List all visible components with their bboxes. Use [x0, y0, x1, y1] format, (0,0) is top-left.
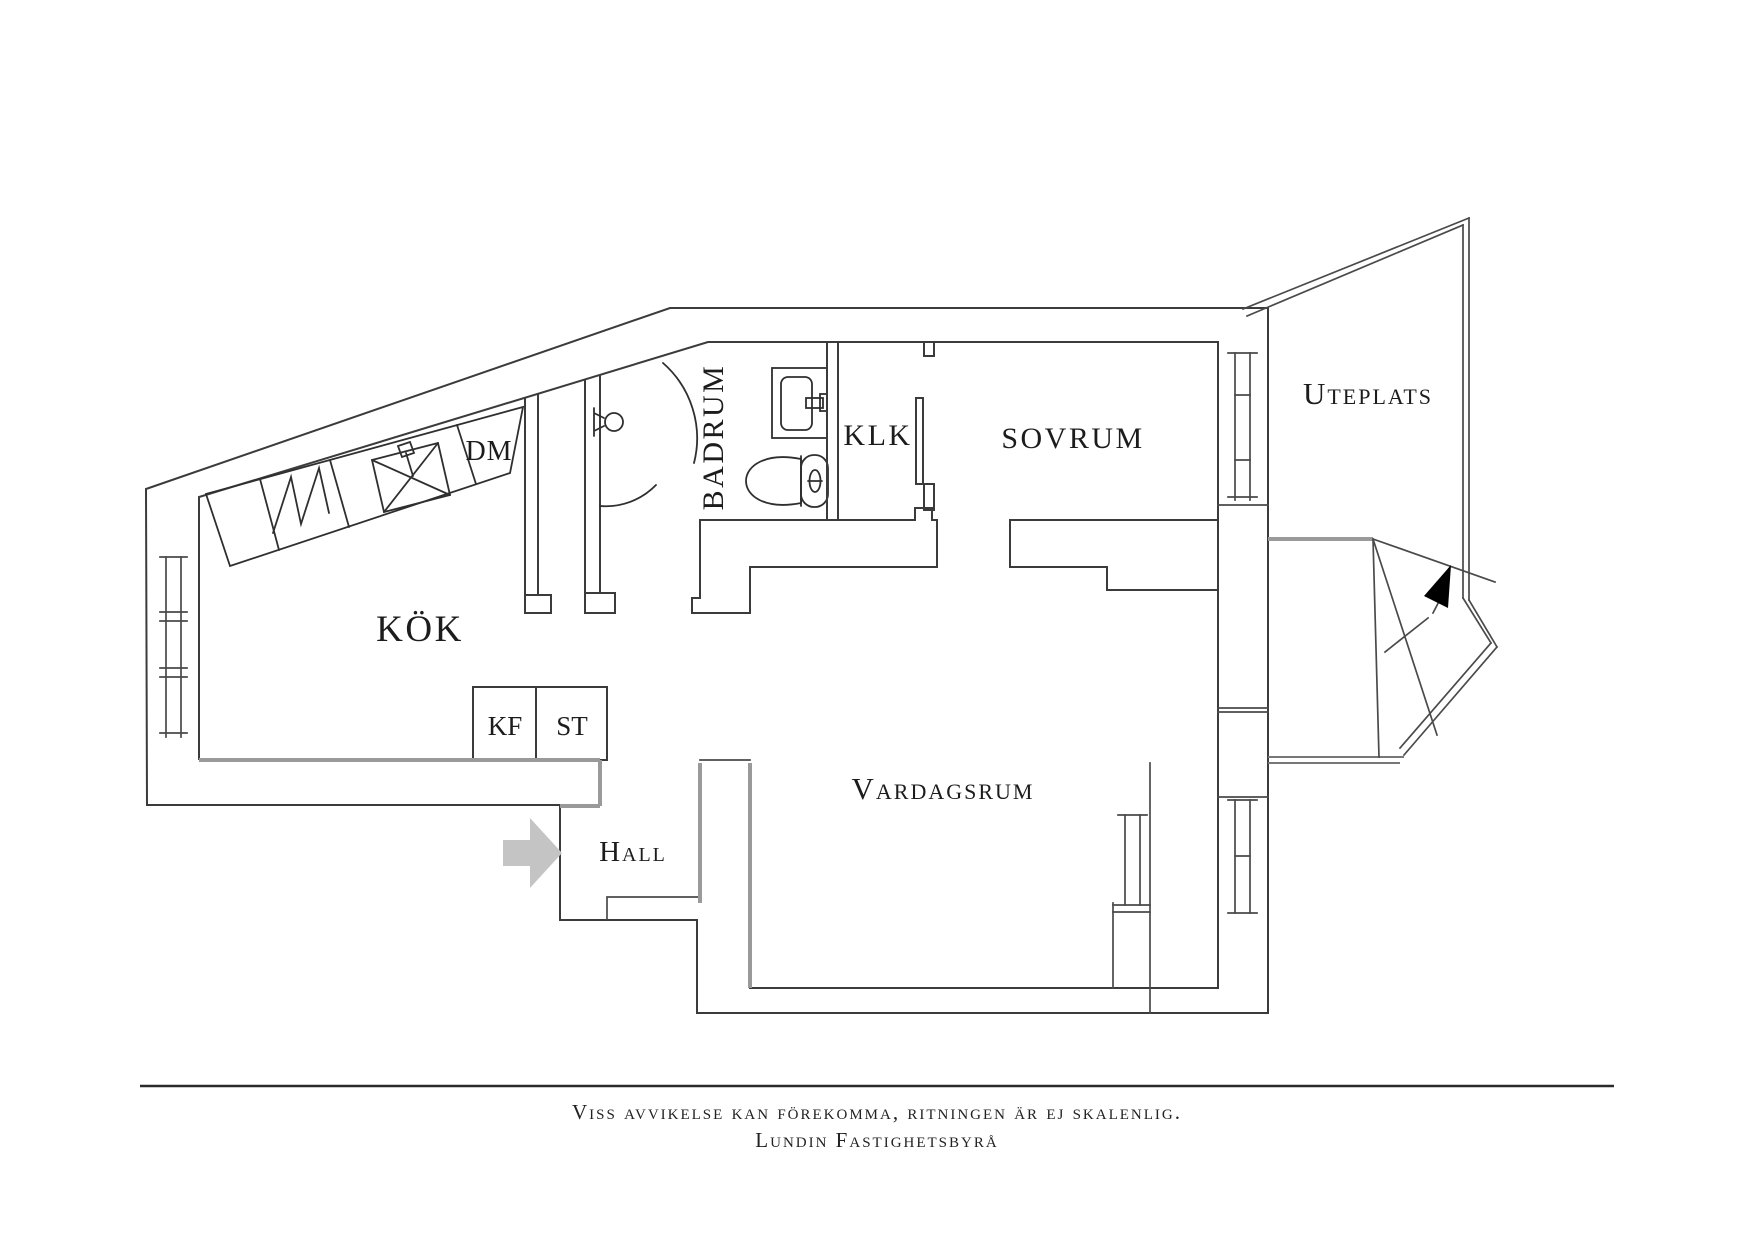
kitchen	[199, 405, 608, 808]
partition-walls	[524, 375, 616, 614]
stove-icon	[272, 464, 330, 534]
hall-walls	[606, 759, 752, 988]
bedroom-south-wall	[1009, 504, 1269, 591]
sliding-door-leaf	[915, 397, 924, 485]
bathroom-klk-wall	[826, 341, 839, 521]
kitchen-hall-wall	[199, 758, 602, 808]
bathroom	[593, 341, 839, 521]
appliance-label-dm: DM	[465, 436, 512, 467]
kitchen-window	[159, 556, 188, 738]
disclaimer-text: Viss avvikelse kan förekomma, ritningen …	[572, 1100, 1182, 1124]
room-label-vardagsrum: Vardagsrum	[852, 771, 1035, 806]
bedroom-window	[1227, 352, 1258, 501]
livingroom-east-window	[1227, 799, 1258, 914]
inner-wall-outline	[198, 341, 1219, 989]
bathroom-south-wall	[691, 507, 938, 614]
washbasin-icon	[771, 367, 828, 439]
room-label-uteplats: Uteplats	[1303, 376, 1433, 411]
livingroom-inner-wall-window	[1112, 762, 1151, 1014]
stairs-direction-arrow-icon	[1424, 565, 1451, 608]
kitchen-counter	[204, 405, 525, 568]
room-labels: KÖK BADRUM KLK SOVRUM Uteplats Vardagsru…	[376, 364, 1433, 868]
agency-name: Lundin Fastighetsbyrå	[755, 1128, 998, 1152]
shower-icon	[593, 362, 699, 508]
east-wall	[1112, 352, 1269, 1014]
footer: Viss avvikelse kan förekomma, ritningen …	[140, 1084, 1614, 1152]
appliance-label-st: ST	[556, 711, 588, 741]
outer-wall-outline	[144, 307, 1269, 1014]
room-label-hall: Hall	[599, 836, 667, 868]
fridge-pantry-units	[472, 686, 608, 761]
patio-railing	[1241, 216, 1499, 764]
room-label-klk: KLK	[843, 419, 912, 452]
room-label-badrum: BADRUM	[697, 364, 730, 511]
entrance-arrow-icon	[503, 818, 562, 888]
room-label-sovrum: SOVRUM	[1001, 422, 1144, 455]
toilet-icon	[745, 454, 829, 508]
exterior-walls	[144, 307, 1269, 1014]
stairs	[1268, 537, 1497, 758]
klk-wall-and-door	[915, 341, 935, 511]
appliance-label-kf: KF	[488, 711, 523, 741]
sink-icon	[370, 440, 452, 514]
room-label-kok: KÖK	[376, 609, 464, 650]
